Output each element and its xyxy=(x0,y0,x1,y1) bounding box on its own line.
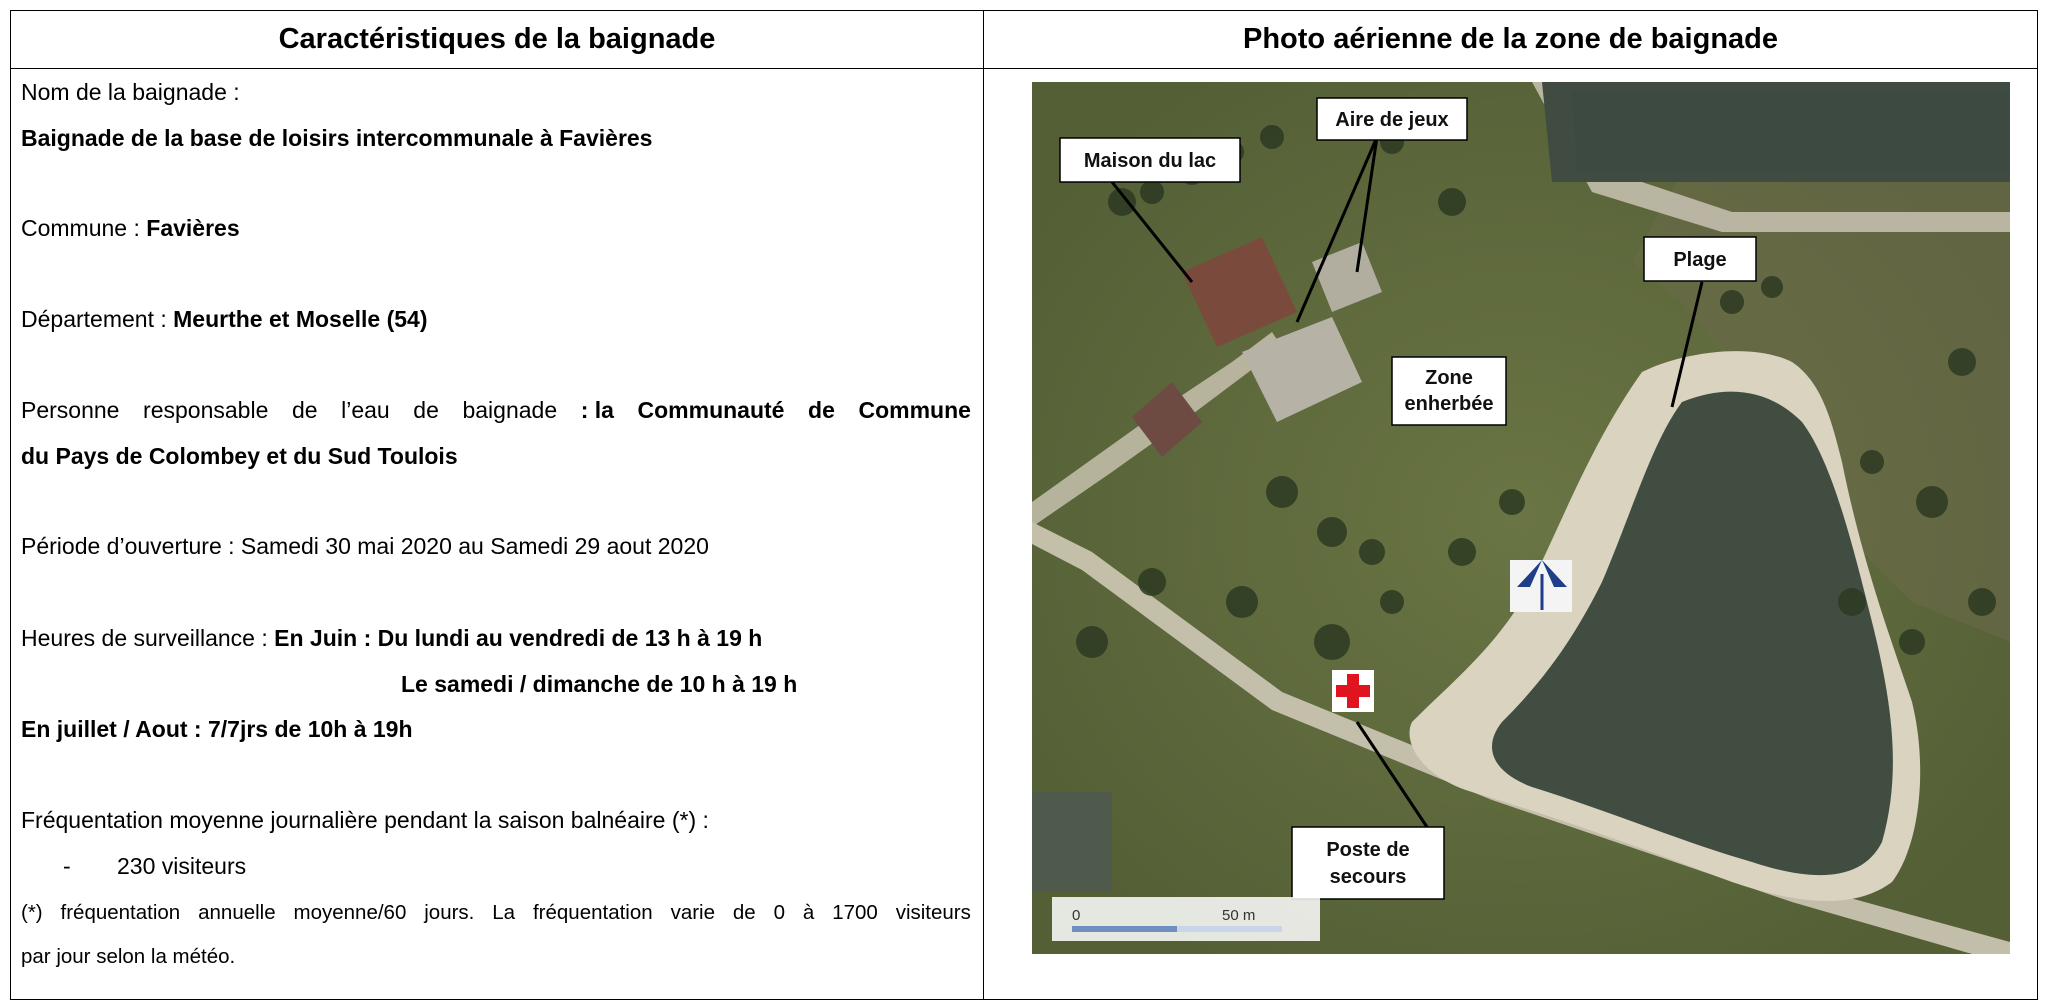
note-line-2: par jour selon la météo. xyxy=(21,945,236,968)
playground-2 xyxy=(1312,242,1382,312)
label-zone-text-1: Zone xyxy=(1425,367,1473,389)
lake-water xyxy=(1492,391,1893,876)
label-zone-text-2: enherbée xyxy=(1405,393,1494,415)
word: La xyxy=(492,901,516,924)
label-poste-text-1: Poste de xyxy=(1326,839,1409,861)
frequentation-bullet: - xyxy=(63,853,71,879)
word: : la xyxy=(580,397,614,423)
heures-ete: En juillet / Aout : 7/7jrs de 10h à 19h xyxy=(21,716,413,742)
heures-line: Heures de surveillance : En Juin : Du lu… xyxy=(21,625,762,652)
label-poste-text-2: secours xyxy=(1330,866,1407,888)
aerial-photo: Maison du lac Aire de jeux Plage Zone en… xyxy=(1032,82,2010,954)
scale-bar: 0 50 m xyxy=(1052,897,1320,941)
word: de xyxy=(291,397,318,423)
word: de xyxy=(808,397,835,423)
departement-label: Département : xyxy=(21,306,174,332)
word: baignade xyxy=(462,397,558,423)
heures-label: Heures de surveillance : xyxy=(21,625,275,651)
word: Personne xyxy=(21,397,120,423)
map-label-maison: Maison du lac xyxy=(1059,137,1241,183)
heures-juin: En Juin : Du lundi au vendredi de 13 h à… xyxy=(274,625,763,651)
header-characteristics: Caractéristiques de la baignade xyxy=(11,11,983,69)
word: annuelle xyxy=(198,901,276,924)
first-aid-cross-icon xyxy=(1332,670,1374,712)
characteristics-table: Caractéristiques de la baignade Photo aé… xyxy=(10,10,2038,1000)
word: responsable xyxy=(143,397,269,423)
leader-lines xyxy=(1110,136,1704,828)
small-building xyxy=(1132,382,1202,457)
word: 1700 xyxy=(832,901,878,924)
word: 0 xyxy=(773,901,785,924)
periode-line: Période d’ouverture : Samedi 30 mai 2020… xyxy=(21,533,709,559)
word: visiteurs xyxy=(895,901,971,924)
map-label-aire: Aire de jeux xyxy=(1316,97,1468,141)
word: l’eau xyxy=(341,397,390,423)
frequentation-label: Fréquentation moyenne journalière pendan… xyxy=(21,807,709,833)
label-aire-text: Aire de jeux xyxy=(1335,109,1448,131)
word: fréquentation xyxy=(60,901,181,924)
commune-line: Commune : Favières xyxy=(21,215,240,242)
word: à xyxy=(802,901,815,924)
label-plage-text: Plage xyxy=(1673,249,1726,271)
scale-start: 0 xyxy=(1072,907,1080,924)
nom-label: Nom de la baignade : xyxy=(21,79,240,105)
frequentation-value: 230 visiteurs xyxy=(117,853,247,879)
scale-end: 50 m xyxy=(1222,907,1255,924)
word: de xyxy=(732,901,756,924)
map-label-plage: Plage xyxy=(1643,236,1757,282)
parasol-icon xyxy=(1510,560,1572,612)
word: jours. xyxy=(424,901,475,924)
word: moyenne/60 xyxy=(293,901,407,924)
nom-value: Baignade de la base de loisirs intercomm… xyxy=(21,125,653,151)
maison-roof xyxy=(1182,237,1297,347)
map-label-zone: Zone enherbée xyxy=(1391,356,1507,426)
heures-weekend: Le samedi / dimanche de 10 h à 19 h xyxy=(401,671,798,697)
pond-north-inner xyxy=(1572,92,2010,172)
word: (*) xyxy=(21,901,43,924)
departement-line: Département : Meurthe et Moselle (54) xyxy=(21,306,427,333)
note-line: (*) fréquentation annuelle moyenne/60 jo… xyxy=(21,901,971,925)
playground-1 xyxy=(1242,317,1362,422)
header-aerial-photo: Photo aérienne de la zone de baignade xyxy=(983,11,2037,69)
word: Commune xyxy=(858,397,971,423)
word: de xyxy=(413,397,439,423)
commune-label: Commune : xyxy=(21,215,147,241)
word: varie xyxy=(670,901,715,924)
label-maison-text: Maison du lac xyxy=(1084,150,1216,172)
departement-value: Meurthe et Moselle (54) xyxy=(173,306,428,332)
responsable-line: Personne responsable de l’eau de baignad… xyxy=(21,397,971,424)
responsable-line-2: du Pays de Colombey et du Sud Toulois xyxy=(21,443,458,469)
path-north xyxy=(1532,82,2010,232)
word: Communauté xyxy=(637,397,785,423)
tennis-court xyxy=(1032,792,1112,892)
word: fréquentation xyxy=(532,901,653,924)
commune-value: Favières xyxy=(146,215,240,241)
column-divider xyxy=(983,11,984,999)
map-label-poste: Poste de secours xyxy=(1291,826,1445,900)
